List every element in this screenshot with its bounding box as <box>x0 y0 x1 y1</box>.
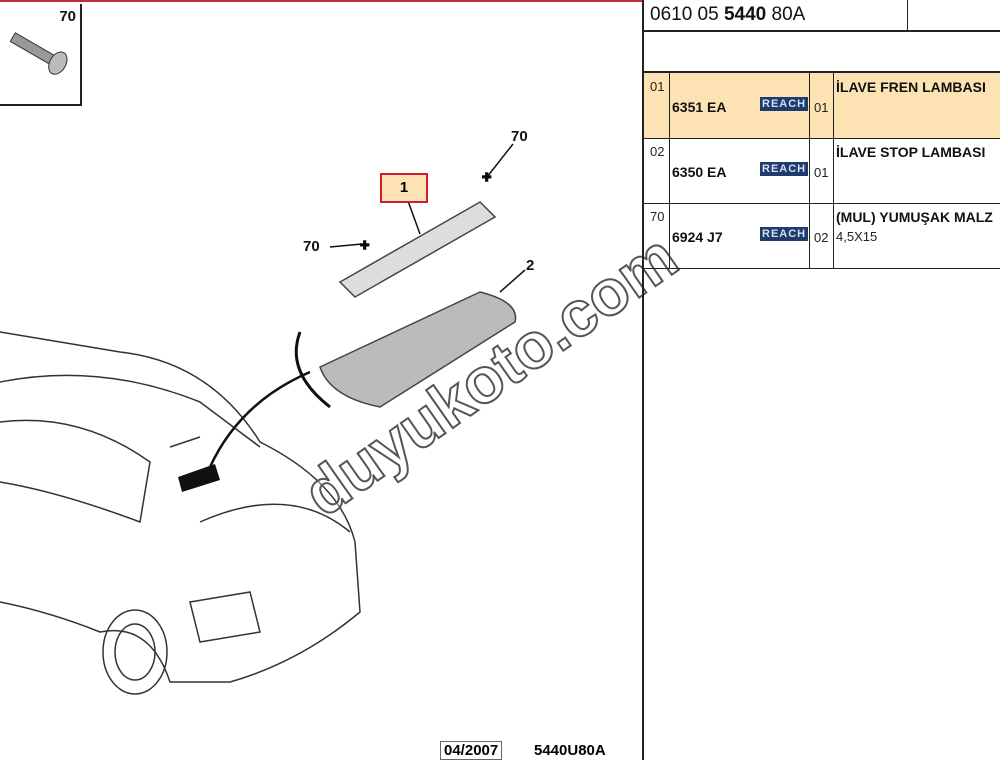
part-number[interactable]: 6351 EA <box>672 99 727 115</box>
parts-table: 0610 05 5440 80A 01 6351 EA REACH 01 İLA… <box>642 0 1000 760</box>
svg-text:+: + <box>482 169 491 186</box>
footer-code: 5440U80A <box>534 742 606 759</box>
footer-date: 04/2007 <box>440 741 503 760</box>
part-number[interactable]: 6350 EA <box>672 164 727 180</box>
car-drawing: + + <box>0 143 526 695</box>
svg-text:+: + <box>360 237 369 254</box>
ref: 02 <box>650 144 665 159</box>
reach-badge: REACH <box>760 227 809 241</box>
thumbnail-label: 70 <box>59 8 76 25</box>
screw-thumbnail[interactable]: 70 <box>0 4 82 106</box>
divider <box>644 30 1000 32</box>
divider <box>809 73 810 268</box>
code-prefix: 0610 05 <box>650 4 724 25</box>
description: İLAVE FREN LAMBASI <box>836 79 986 95</box>
quantity: 01 <box>814 165 829 180</box>
code-bold: 5440 <box>723 4 767 25</box>
callout-part-2[interactable]: 2 <box>526 257 535 274</box>
quantity: 02 <box>814 230 829 245</box>
code-suffix: 80A <box>766 4 806 25</box>
divider <box>644 71 1000 73</box>
description: (MUL) YUMUŞAK MALZ <box>836 209 993 225</box>
callout-screw-left[interactable]: 70 <box>303 238 320 255</box>
ref: 70 <box>650 209 665 224</box>
ref: 01 <box>650 79 665 94</box>
screw-icon <box>9 32 68 75</box>
description-detail: 4,5X15 <box>836 229 878 244</box>
divider <box>907 0 908 30</box>
parts-diagram: 70 + + 1 70 70 2 04/2007 5440U80A <box>0 0 642 760</box>
table-row[interactable]: 01 6351 EA REACH 01 İLAVE FREN LAMBASI <box>644 73 1000 139</box>
divider <box>669 73 670 268</box>
description: İLAVE STOP LAMBASI <box>836 144 986 160</box>
table-row[interactable]: 70 6924 J7 REACH 02 (MUL) YUMUŞAK MALZ 4… <box>644 203 1000 269</box>
callout-part-1[interactable]: 1 <box>380 173 428 203</box>
table-row[interactable]: 02 6350 EA REACH 01 İLAVE STOP LAMBASI <box>644 138 1000 204</box>
quantity: 01 <box>814 100 829 115</box>
reach-badge: REACH <box>760 162 809 176</box>
reach-badge: REACH <box>760 97 809 111</box>
diagram-code: 0610 05 5440 80A <box>650 4 805 26</box>
part-number[interactable]: 6924 J7 <box>672 229 723 245</box>
divider <box>833 73 834 268</box>
callout-screw-right[interactable]: 70 <box>511 128 528 145</box>
